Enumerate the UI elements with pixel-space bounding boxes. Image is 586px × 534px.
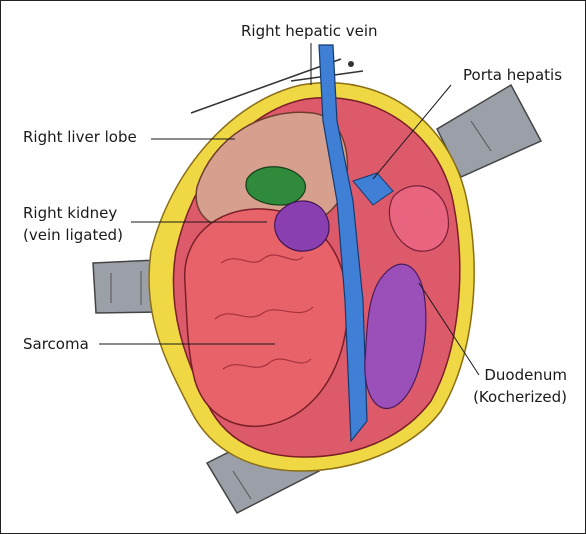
portal-vessels [352, 172, 394, 206]
label-duodenum: Duodenum [484, 366, 567, 384]
sarcoma-texture [214, 254, 314, 370]
leader-duodenum [418, 282, 480, 376]
leader-porta-hepatis [372, 84, 452, 180]
label-duodenum-note: (Kocherized) [473, 388, 567, 406]
green-organ [245, 166, 307, 206]
label-right-hepatic-vein: Right hepatic vein [241, 22, 378, 40]
right-kidney [274, 200, 330, 252]
leader-lines [99, 43, 480, 376]
sarcoma-mass [184, 208, 349, 428]
label-right-liver-lobe: Right liver lobe [23, 128, 137, 146]
label-right-kidney-note: (vein ligated) [23, 226, 123, 244]
right-hepatic-vein-vessel [318, 44, 368, 443]
label-right-kidney: Right kidney [23, 204, 118, 222]
duodenum [364, 263, 427, 410]
label-sarcoma: Sarcoma [23, 335, 89, 353]
pink-bowel [388, 185, 449, 252]
label-porta-hepatis: Porta hepatis [463, 66, 563, 84]
